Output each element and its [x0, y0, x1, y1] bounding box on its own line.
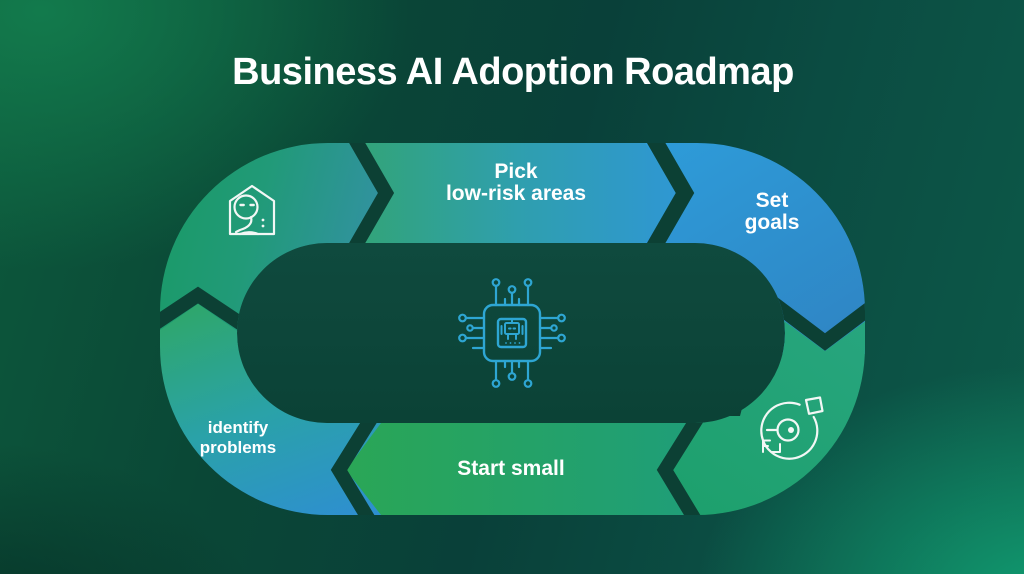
step-goals-line1: Set	[756, 189, 789, 212]
step-start-line1: Start small	[457, 457, 564, 480]
chevron-gaps	[160, 143, 865, 515]
step-identify-line1: identify	[208, 418, 269, 437]
step-label-set-goals: Set goals	[745, 189, 800, 234]
step-label-identify-problems: identify problems	[200, 418, 277, 457]
step-label-pick-low-risk: Pick low-risk areas	[446, 160, 586, 205]
step-pick-line2: low-risk areas	[446, 182, 586, 205]
step-identify-line2: problems	[200, 438, 277, 457]
arrow-pick-low-risk	[358, 143, 679, 243]
ai-chip-icon	[458, 278, 566, 388]
step-pick-line1: Pick	[494, 160, 538, 183]
step-goals-line2: goals	[745, 211, 800, 234]
arrow-start-small	[346, 423, 691, 515]
step-label-start-small: Start small	[457, 457, 564, 480]
thinking-head-icon	[228, 184, 276, 236]
iteration-target-icon	[760, 396, 824, 460]
page-title: Business AI Adoption Roadmap	[232, 51, 794, 93]
